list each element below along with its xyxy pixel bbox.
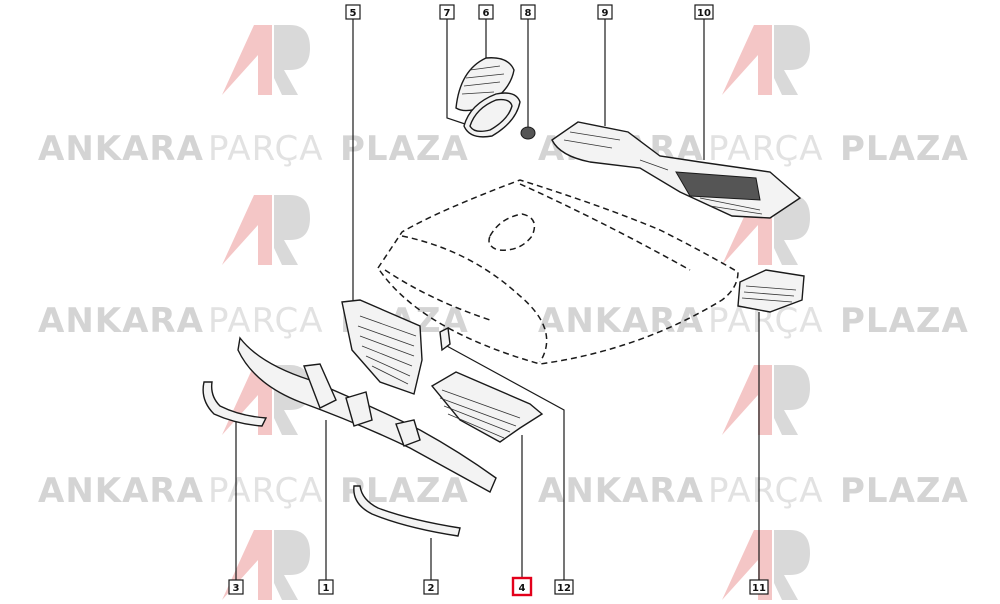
watermark-word-3: PLAZA: [840, 129, 969, 169]
callout-labels: 5 7 6 8 9 10 3 1: [228, 4, 769, 597]
watermark-word-3: PLAZA: [340, 129, 469, 169]
callout-8[interactable]: 8: [520, 4, 536, 20]
part-11-grille-insert: [737, 269, 805, 313]
watermark-word-1: ANKARA: [538, 471, 704, 511]
callout-10[interactable]: 10: [694, 4, 714, 20]
part-8-clip-nut: [520, 126, 536, 140]
callout-5-text: 5: [350, 8, 357, 19]
watermark-text-row: ANKARA PARÇA PLAZA ANKARA PARÇA PLAZA: [38, 301, 969, 341]
callout-9[interactable]: 9: [597, 4, 613, 20]
watermark-text-row: ANKARA PARÇA PLAZA ANKARA PARÇA PLAZA: [38, 471, 969, 511]
watermark-word-1: ANKARA: [38, 129, 204, 169]
watermark-logo: [722, 365, 810, 435]
callout-1-text: 1: [323, 583, 330, 594]
watermark-word-1: ANKARA: [38, 471, 204, 511]
watermark-word-1: ANKARA: [38, 301, 204, 341]
watermark-word-2: PARÇA: [708, 471, 824, 511]
callout-2-text: 2: [428, 583, 435, 594]
callout-7-text: 7: [444, 8, 451, 19]
callout-4-highlighted[interactable]: 4: [511, 576, 533, 597]
part-5-left-grille: [341, 299, 423, 395]
callout-6[interactable]: 6: [478, 4, 494, 20]
callout-3[interactable]: 3: [228, 579, 244, 595]
watermark-logo: [722, 25, 810, 95]
callout-11-text: 11: [752, 583, 766, 594]
callout-8-text: 8: [525, 8, 532, 19]
part-1-grille-bar: [237, 336, 497, 493]
watermark-word-2: PARÇA: [208, 129, 324, 169]
hood-outline: [377, 179, 739, 365]
leader-lines: [235, 18, 760, 580]
watermark-word-2: PARÇA: [208, 301, 324, 341]
callout-5[interactable]: 5: [345, 4, 361, 20]
part-2-lower-strip: [353, 485, 461, 537]
part-9-10-duct-panel: [551, 121, 802, 219]
watermark-word-2: PARÇA: [708, 129, 824, 169]
part-7-seal: [463, 92, 521, 138]
callout-10-text: 10: [697, 8, 711, 19]
callout-3-text: 3: [233, 583, 240, 594]
watermark-logo: [222, 25, 310, 95]
callout-7[interactable]: 7: [439, 4, 455, 20]
callout-12-text: 12: [557, 583, 571, 594]
callout-12[interactable]: 12: [554, 579, 574, 595]
callout-9-text: 9: [602, 8, 609, 19]
callout-6-text: 6: [483, 8, 490, 19]
watermark-word-2: PARÇA: [208, 471, 324, 511]
part-3-trim-strip: [202, 381, 268, 427]
callout-2[interactable]: 2: [423, 579, 439, 595]
watermark-word-3: PLAZA: [840, 471, 969, 511]
watermark-text-row: ANKARA PARÇA PLAZA ANKARA PARÇA PLAZA: [38, 129, 969, 169]
part-12-clip: [439, 326, 451, 352]
callout-1[interactable]: 1: [318, 579, 334, 595]
watermark-word-3: PLAZA: [840, 301, 969, 341]
watermark-logo: [222, 195, 310, 265]
callout-11[interactable]: 11: [749, 579, 769, 595]
watermark-word-1: ANKARA: [538, 301, 704, 341]
leader-line-7: [446, 18, 469, 126]
callout-4-text: 4: [519, 583, 526, 594]
part-4-right-grille: [430, 371, 544, 443]
leader-line-12: [444, 344, 565, 580]
